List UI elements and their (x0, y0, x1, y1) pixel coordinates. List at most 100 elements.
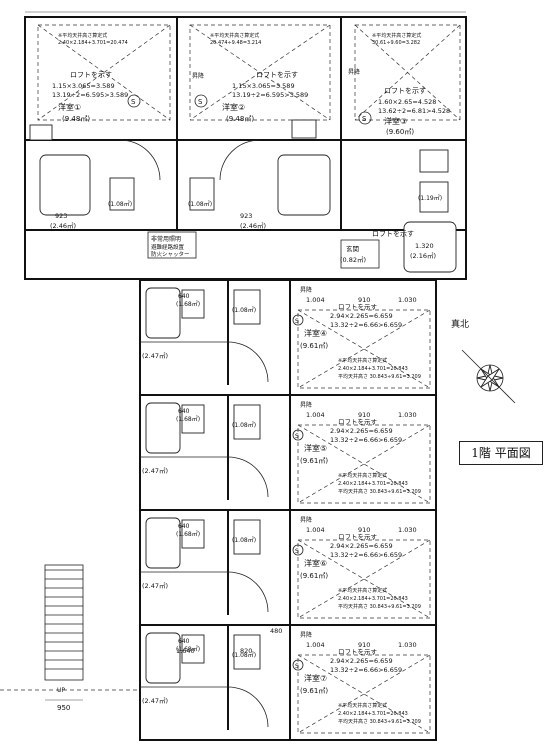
svg-text:S: S (295, 663, 299, 670)
svg-text:1.640: 1.640 (176, 647, 195, 655)
svg-text:避難経路設置: 避難経路設置 (151, 243, 185, 251)
door-swing (227, 456, 269, 498)
svg-text:1.004: 1.004 (306, 296, 325, 304)
toilet-area: (1.19㎡) (418, 194, 442, 202)
svg-text:910: 910 (358, 296, 370, 304)
room-label: 洋室⑤ (304, 443, 327, 453)
note-2: 2.40×2.184+3.701=20.843 (338, 596, 408, 602)
north-label: 真北 (451, 320, 470, 330)
bathtub (145, 287, 181, 339)
door-swing (227, 571, 269, 613)
room-label: 洋室④ (304, 328, 327, 338)
loft-calc-2: 13.62÷2=6.81>4.528 (378, 107, 450, 115)
door-swing (227, 341, 269, 383)
svg-text:S: S (198, 98, 203, 106)
title-box: 1階 平面図 (459, 441, 543, 465)
toilet-area: (1.08㎡) (108, 200, 132, 208)
loft-label-3b: ロフトを示す (372, 230, 414, 238)
upper-note-2: 30.61÷9.60=3.282 (372, 40, 420, 46)
top-block: ※平均天井高さ算定式 2.40×2.184+3.701=20.474 ロフトを示… (24, 11, 467, 280)
svg-text:1.004: 1.004 (306, 411, 325, 419)
loft-calc-1: 1.60×2.65=4.528 (378, 98, 436, 106)
note-3: 平均天井高さ 30.843÷9.61=3.209 (338, 488, 421, 495)
loft-calc-2: 13.32÷2=6.66>6.659 (330, 551, 402, 559)
washbasin (181, 289, 205, 319)
bath-area: (2.47㎡) (142, 466, 168, 475)
kaidan-label: 昇降 (192, 72, 204, 80)
loft-label: ロフトを示す (338, 533, 378, 541)
toilet-area: (1.08㎡) (188, 200, 212, 208)
bath-width: 1.320 (415, 242, 434, 250)
room-area: (9.48㎡) (226, 115, 254, 123)
loft-label: ロフトを示す (256, 71, 298, 79)
note-2: 2.40×2.184+3.701=20.843 (338, 366, 408, 372)
bathtub (145, 517, 181, 569)
smoke-detector (292, 429, 304, 441)
entrance-area: (0.82㎡) (340, 255, 366, 264)
stair-dim: 950 (57, 704, 70, 712)
svg-text:910: 910 (358, 641, 370, 649)
loft-label: ロフトを示す (338, 303, 378, 311)
bottom-dimensions: 1.640 820 480 (176, 627, 282, 655)
room-area: (9.61㎡) (300, 342, 328, 350)
entrance-label: 玄関 (346, 244, 359, 253)
svg-text:820: 820 (240, 647, 252, 655)
note-2: 2.40×2.184+3.701=20.843 (338, 481, 408, 487)
toilet-area: (1.08㎡) (232, 536, 256, 544)
bath-area: (2.46㎡) (240, 221, 266, 230)
toilet (233, 289, 261, 325)
room-area: (9.48㎡) (62, 115, 90, 123)
loft-calc-1: 1.15×3.065=3.589 (52, 82, 115, 90)
toilet-area: (1.08㎡) (232, 421, 256, 429)
toilet-area: (1.08㎡) (232, 651, 256, 659)
room-label: 洋室⑥ (304, 558, 327, 568)
wash-area: (1.68㎡) (176, 300, 200, 308)
note-3: 平均天井高さ 30.843÷9.61=3.209 (338, 373, 421, 380)
wash-area: (1.68㎡) (176, 530, 200, 538)
loft-label: ロフトを示す (338, 648, 378, 656)
svg-text:480: 480 (270, 627, 282, 635)
loft-calc-2: 13.32÷2=6.66>6.659 (330, 321, 402, 329)
washbasin (181, 404, 205, 434)
svg-text:S: S (362, 115, 367, 123)
note-1: ※平均天井高さ算定式 (338, 357, 387, 364)
toilet-area: (1.08㎡) (232, 306, 256, 314)
svg-text:S: S (295, 548, 299, 555)
bath-area: (2.47㎡) (142, 351, 168, 360)
wash-dim: 640 (178, 408, 190, 415)
smoke-detector (292, 314, 304, 326)
room-label: 洋室① (58, 102, 81, 112)
loft-label: ロフトを示す (338, 418, 378, 426)
svg-text:S: S (131, 98, 136, 106)
svg-text:910: 910 (358, 526, 370, 534)
bathtub (145, 402, 181, 454)
room-area: (9.61㎡) (300, 572, 328, 580)
toilet (233, 404, 261, 440)
north-compass (461, 349, 516, 404)
svg-text:非常用照明: 非常用照明 (151, 235, 181, 243)
loft-calc-1: 1.15×3.065=3.589 (232, 82, 295, 90)
upper-note-1: ※平均天井高さ算定式 (58, 32, 107, 39)
svg-text:1.030: 1.030 (398, 641, 417, 649)
svg-text:1.030: 1.030 (398, 526, 417, 534)
note-2: 2.40×2.184+3.701=20.843 (338, 711, 408, 717)
loft-calc-2: 13.32÷2=6.66>6.659 (330, 436, 402, 444)
fire-note: 非常用照明 避難経路設置 防火シャッター (147, 231, 197, 259)
loft-calc-1: 2.94×2.265=6.659 (330, 657, 393, 665)
loft-label: ロフトを示す (70, 71, 112, 79)
bath-area: (2.47㎡) (142, 696, 168, 705)
kaidan-label: 昇降 (300, 401, 312, 409)
bath-area: (2.47㎡) (142, 581, 168, 590)
svg-text:1.004: 1.004 (306, 526, 325, 534)
room-label: 洋室⑦ (304, 673, 327, 683)
bath-area: (2.16㎡) (410, 251, 436, 260)
top-unit-2: ※平均天井高さ算定式 20.474÷9.48=3.214 昇降 ロフトを示す 1… (188, 24, 331, 230)
svg-text:1.004: 1.004 (306, 641, 325, 649)
smoke-detector (292, 544, 304, 556)
